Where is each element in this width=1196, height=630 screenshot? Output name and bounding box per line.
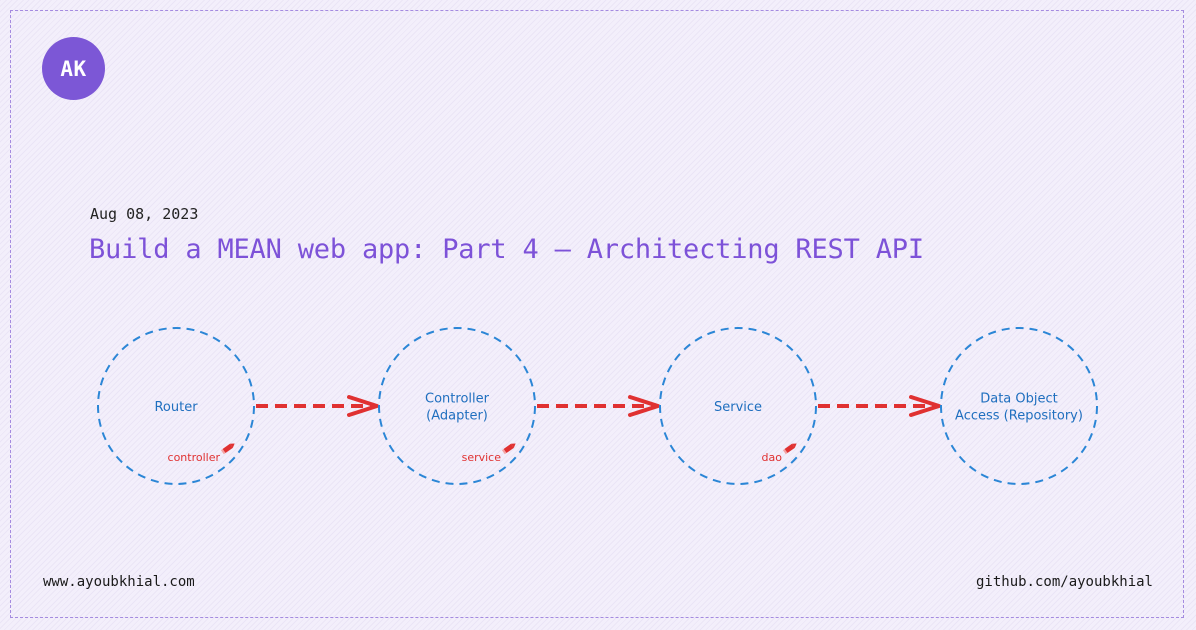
arrow-head: [628, 395, 660, 417]
author-avatar[interactable]: AK: [42, 37, 105, 100]
node-circle: [97, 327, 255, 485]
node-2: Service dao: [659, 327, 817, 485]
node-tag: dao: [762, 451, 783, 464]
node-label: Service: [714, 400, 762, 415]
node-circle: [378, 327, 536, 485]
node-1: Controller (Adapter) service: [378, 327, 536, 485]
node-circle: [940, 327, 1098, 485]
arrow-head: [347, 395, 379, 417]
nodes: Router controller Controller (Adapter) servi…: [97, 327, 1098, 485]
arrow-0: [256, 395, 379, 417]
node-circle: [659, 327, 817, 485]
node-label: Data Object: [980, 392, 1058, 407]
node-label: Controller: [425, 392, 490, 407]
pencil-icon: [782, 443, 797, 455]
node-tag: controller: [168, 451, 221, 464]
pencil-icon: [501, 443, 516, 455]
node-label: (Adapter): [426, 409, 488, 424]
card-frame: [10, 10, 1184, 618]
arrow-head: [909, 395, 941, 417]
node-0: Router controller: [97, 327, 255, 485]
github-link[interactable]: github.com/ayoubkhial: [975, 574, 1153, 590]
pencil-icon: [220, 443, 235, 455]
post-title[interactable]: Build a MEAN web app: Part 4 – Architect…: [89, 234, 924, 265]
post-date: Aug 08, 2023: [90, 205, 199, 223]
node-tag: service: [462, 451, 502, 464]
arrow-1: [537, 395, 660, 417]
arrows: [256, 395, 941, 417]
arrow-2: [818, 395, 941, 417]
node-label: Access (Repository): [955, 409, 1083, 424]
website-link[interactable]: www.ayoubkhial.com: [43, 574, 195, 590]
node-label: Router: [154, 400, 198, 415]
